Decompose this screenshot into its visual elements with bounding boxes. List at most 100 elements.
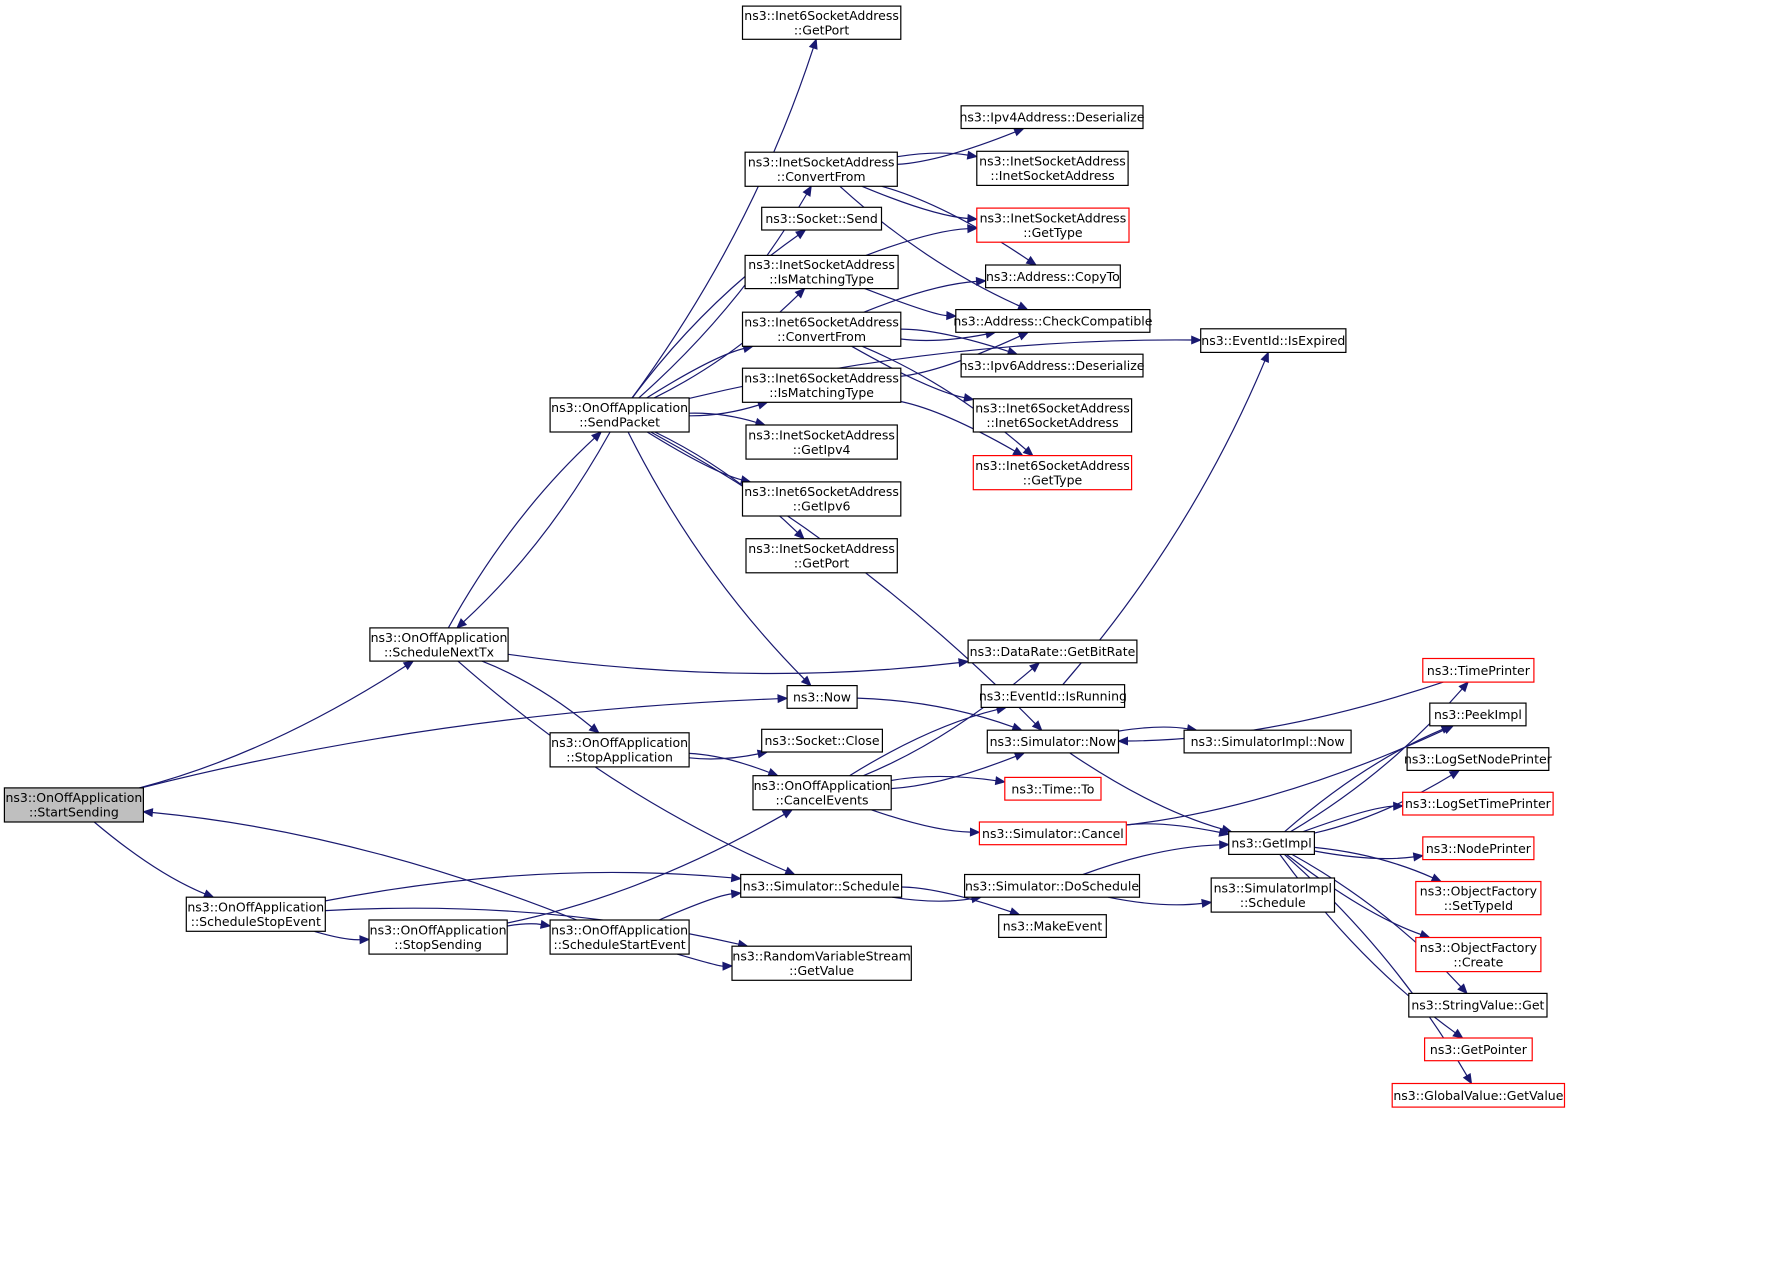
edge-getImpl-to-logSetTimePrinter bbox=[1302, 805, 1394, 833]
node-simNow[interactable]: ns3::Simulator::Now bbox=[986, 729, 1120, 754]
node-label: ns3::LogSetNodePrinter bbox=[1404, 752, 1553, 767]
node-i6ConvertFrom[interactable]: ns3::Inet6SocketAddress::ConvertFrom bbox=[741, 311, 902, 347]
node-socketClose[interactable]: ns3::Socket::Close bbox=[761, 728, 884, 753]
node-iGetType[interactable]: ns3::InetSocketAddress::GetType bbox=[976, 207, 1130, 243]
node-now[interactable]: ns3::Now bbox=[786, 684, 858, 709]
node-ofSetTypeId[interactable]: ns3::ObjectFactory::SetTypeId bbox=[1415, 880, 1542, 916]
node-scheduleStopEvent[interactable]: ns3::OnOffApplication::ScheduleStopEvent bbox=[185, 896, 326, 932]
arrowhead-getImpl-to-logSetTimePrinter bbox=[1393, 801, 1404, 811]
node-stringValueGet[interactable]: ns3::StringValue::Get bbox=[1408, 992, 1548, 1018]
node-simImplSchedule[interactable]: ns3::SimulatorImpl::Schedule bbox=[1210, 877, 1336, 913]
arrowhead-scheduleStartEvent-to-rvsGetValue bbox=[722, 961, 734, 971]
node-simImplNow[interactable]: ns3::SimulatorImpl::Now bbox=[1183, 729, 1352, 754]
node-box bbox=[761, 728, 884, 753]
arrowhead-iConvertFrom-to-ipv4Deserialize bbox=[1013, 127, 1025, 137]
node-eventIdIsRunning[interactable]: ns3::EventId::IsRunning bbox=[979, 684, 1127, 709]
node-i6IsMatchingType[interactable]: ns3::Inet6SocketAddress::IsMatchingType bbox=[741, 367, 902, 403]
arrowhead-iIsMatchingType-to-iGetType bbox=[967, 224, 979, 234]
arrowhead-getImpl-to-ofSetTypeId bbox=[1430, 873, 1443, 883]
node-iConvertFrom[interactable]: ns3::InetSocketAddress::ConvertFrom bbox=[744, 151, 898, 187]
node-box bbox=[1200, 328, 1347, 353]
node-iIsMatchingType[interactable]: ns3::InetSocketAddress::IsMatchingType bbox=[744, 254, 899, 290]
node-label: ns3::InetSocketAddress bbox=[979, 154, 1126, 169]
arrowhead-i6ConvertFrom-to-i6GetType bbox=[1022, 446, 1034, 457]
arrowhead-sendPacket-to-simNow bbox=[1031, 720, 1043, 732]
node-scheduleNextTx[interactable]: ns3::OnOffApplication::ScheduleNextTx bbox=[369, 627, 509, 662]
node-cancelEvents[interactable]: ns3::OnOffApplication::CancelEvents bbox=[752, 775, 892, 811]
node-socketSend[interactable]: ns3::Socket::Send bbox=[761, 206, 883, 231]
node-sendPacket[interactable]: ns3::OnOffApplication::SendPacket bbox=[549, 397, 690, 433]
node-globalValueGetValue[interactable]: ns3::GlobalValue::GetValue bbox=[1391, 1082, 1566, 1108]
node-label: ns3::Inet6SocketAddress bbox=[744, 315, 899, 330]
node-i6GetPort[interactable]: ns3::Inet6SocketAddress::GetPort bbox=[741, 5, 902, 40]
node-box bbox=[3, 787, 145, 823]
node-label: ns3::InetSocketAddress bbox=[748, 155, 895, 170]
node-label: ns3::InetSocketAddress bbox=[748, 257, 895, 272]
arrowhead-i6IsMatchingType-to-addrCheckCompatible bbox=[1017, 331, 1030, 341]
node-iGetIpv4[interactable]: ns3::InetSocketAddress::GetIpv4 bbox=[745, 424, 898, 460]
edge-getImpl-to-nodePrinter bbox=[1314, 850, 1414, 860]
arrowhead-i6ConvertFrom-to-addrCopyTo bbox=[975, 276, 987, 286]
node-label: ns3::OnOffApplication bbox=[551, 735, 688, 750]
node-label: ns3::Time::To bbox=[1011, 781, 1094, 796]
node-getPointer[interactable]: ns3::GetPointer bbox=[1423, 1037, 1533, 1062]
node-logSetNodePrinter[interactable]: ns3::LogSetNodePrinter bbox=[1404, 747, 1553, 772]
node-box bbox=[1391, 1082, 1566, 1108]
edge-sendPacket-to-socketSend bbox=[631, 234, 799, 399]
node-addrCopyTo[interactable]: ns3::Address::CopyTo bbox=[984, 264, 1121, 289]
node-label: ns3::OnOffApplication bbox=[371, 630, 508, 645]
arrowhead-scheduleNextTx-to-stopApplication bbox=[588, 723, 600, 734]
node-label: ::GetType bbox=[1023, 225, 1083, 240]
node-i6Inet6SocketAddress[interactable]: ns3::Inet6SocketAddress::Inet6SocketAddr… bbox=[972, 398, 1133, 433]
node-label: ns3::Inet6SocketAddress bbox=[975, 458, 1130, 473]
arrowhead-cancelEvents-to-timeTo bbox=[994, 776, 1007, 786]
node-peekImpl[interactable]: ns3::PeekImpl bbox=[1429, 702, 1527, 727]
node-stopApplication[interactable]: ns3::OnOffApplication::StopApplication bbox=[549, 732, 690, 768]
arrowhead-simCancel-to-getImpl bbox=[1218, 827, 1230, 837]
node-box bbox=[972, 455, 1133, 491]
node-label: ns3::Simulator::DoSchedule bbox=[965, 878, 1139, 893]
arrowhead-getImpl-to-globalValueGetValue bbox=[1462, 1072, 1473, 1085]
node-simCancel[interactable]: ns3::Simulator::Cancel bbox=[978, 821, 1127, 846]
node-iInetSocketAddress[interactable]: ns3::InetSocketAddress::InetSocketAddres… bbox=[976, 150, 1129, 187]
node-label: ::GetIpv6 bbox=[793, 499, 851, 514]
node-timeTo[interactable]: ns3::Time::To bbox=[1004, 776, 1102, 801]
node-simSchedule[interactable]: ns3::Simulator::Schedule bbox=[740, 873, 903, 898]
node-label: ::ConvertFrom bbox=[777, 329, 866, 344]
node-getImpl[interactable]: ns3::GetImpl bbox=[1228, 831, 1315, 856]
node-iGetPort[interactable]: ns3::InetSocketAddress::GetPort bbox=[745, 538, 898, 574]
node-addrCheckCompatible[interactable]: ns3::Address::CheckCompatible bbox=[953, 309, 1153, 333]
edge-scheduleStartEvent-to-simSchedule bbox=[658, 893, 732, 921]
node-simDoSchedule[interactable]: ns3::Simulator::DoSchedule bbox=[963, 873, 1141, 898]
node-nodePrinter[interactable]: ns3::NodePrinter bbox=[1422, 836, 1535, 861]
arrowhead-cancelEvents-to-simNow bbox=[1013, 752, 1026, 761]
edge-cancelEvents-to-simCancel bbox=[871, 809, 971, 833]
node-i6GetIpv6[interactable]: ns3::Inet6SocketAddress::GetIpv6 bbox=[741, 481, 902, 517]
node-ipv6Deserialize[interactable]: ns3::Ipv6Address::Deserialize bbox=[960, 353, 1145, 378]
node-box bbox=[960, 353, 1144, 378]
node-rvsGetValue[interactable]: ns3::RandomVariableStream::GetValue bbox=[731, 945, 912, 981]
edge-getImpl-to-ofCreate bbox=[1286, 853, 1422, 936]
node-box bbox=[1429, 702, 1527, 727]
edge-scheduleStartEvent-to-rvsGetValue bbox=[677, 953, 724, 967]
node-eventIdIsExpired[interactable]: ns3::EventId::IsExpired bbox=[1200, 328, 1347, 353]
node-label: ns3::Ipv6Address::Deserialize bbox=[960, 358, 1145, 373]
node-timePrinter[interactable]: ns3::TimePrinter bbox=[1422, 657, 1535, 683]
node-makeEvent[interactable]: ns3::MakeEvent bbox=[998, 914, 1107, 939]
node-box bbox=[976, 150, 1129, 187]
node-logSetTimePrinter[interactable]: ns3::LogSetTimePrinter bbox=[1402, 791, 1554, 816]
node-stopSending[interactable]: ns3::OnOffApplication::StopSending bbox=[368, 919, 508, 955]
node-ofCreate[interactable]: ns3::ObjectFactory::Create bbox=[1415, 936, 1542, 973]
node-ipv4Deserialize[interactable]: ns3::Ipv4Address::Deserialize bbox=[960, 105, 1145, 130]
node-dataRateGetBitRate[interactable]: ns3::DataRate::GetBitRate bbox=[967, 639, 1138, 664]
node-box bbox=[731, 945, 912, 981]
edge-now-to-simNow bbox=[856, 697, 1014, 728]
node-scheduleStartEvent[interactable]: ns3::OnOffApplication::ScheduleStartEven… bbox=[549, 919, 690, 955]
node-i6GetType[interactable]: ns3::Inet6SocketAddress::GetType bbox=[972, 455, 1133, 491]
node-startSending[interactable]: ns3::OnOffApplication::StartSending bbox=[3, 787, 145, 823]
node-box bbox=[745, 538, 898, 574]
node-box bbox=[972, 398, 1133, 433]
arrowhead-timePrinter-to-simNow bbox=[1117, 736, 1128, 746]
node-label: ns3::Simulator::Cancel bbox=[982, 826, 1124, 841]
arrowhead-startSending-to-scheduleNextTx bbox=[402, 660, 415, 671]
